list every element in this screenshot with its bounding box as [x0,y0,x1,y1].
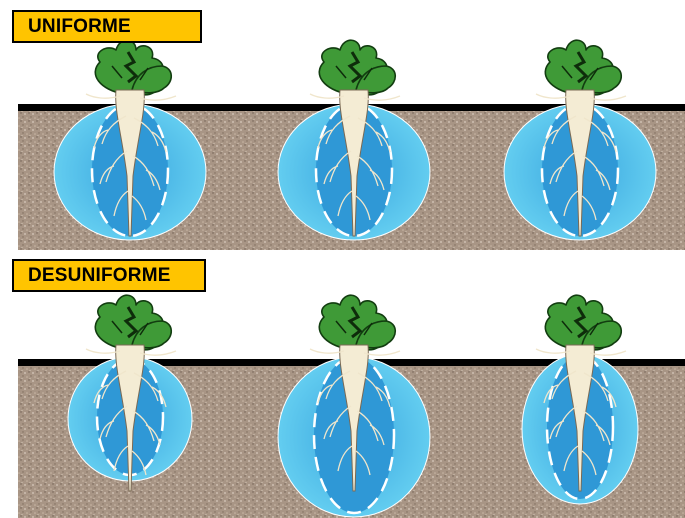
uniform-label: UNIFORME [12,10,202,43]
non-uniform-illustration [0,259,685,518]
non-uniform-label: DESUNIFORME [12,259,206,292]
uniform-panel: UNIFORME [0,0,685,250]
non-uniform-panel: DESUNIFORME [0,259,685,518]
